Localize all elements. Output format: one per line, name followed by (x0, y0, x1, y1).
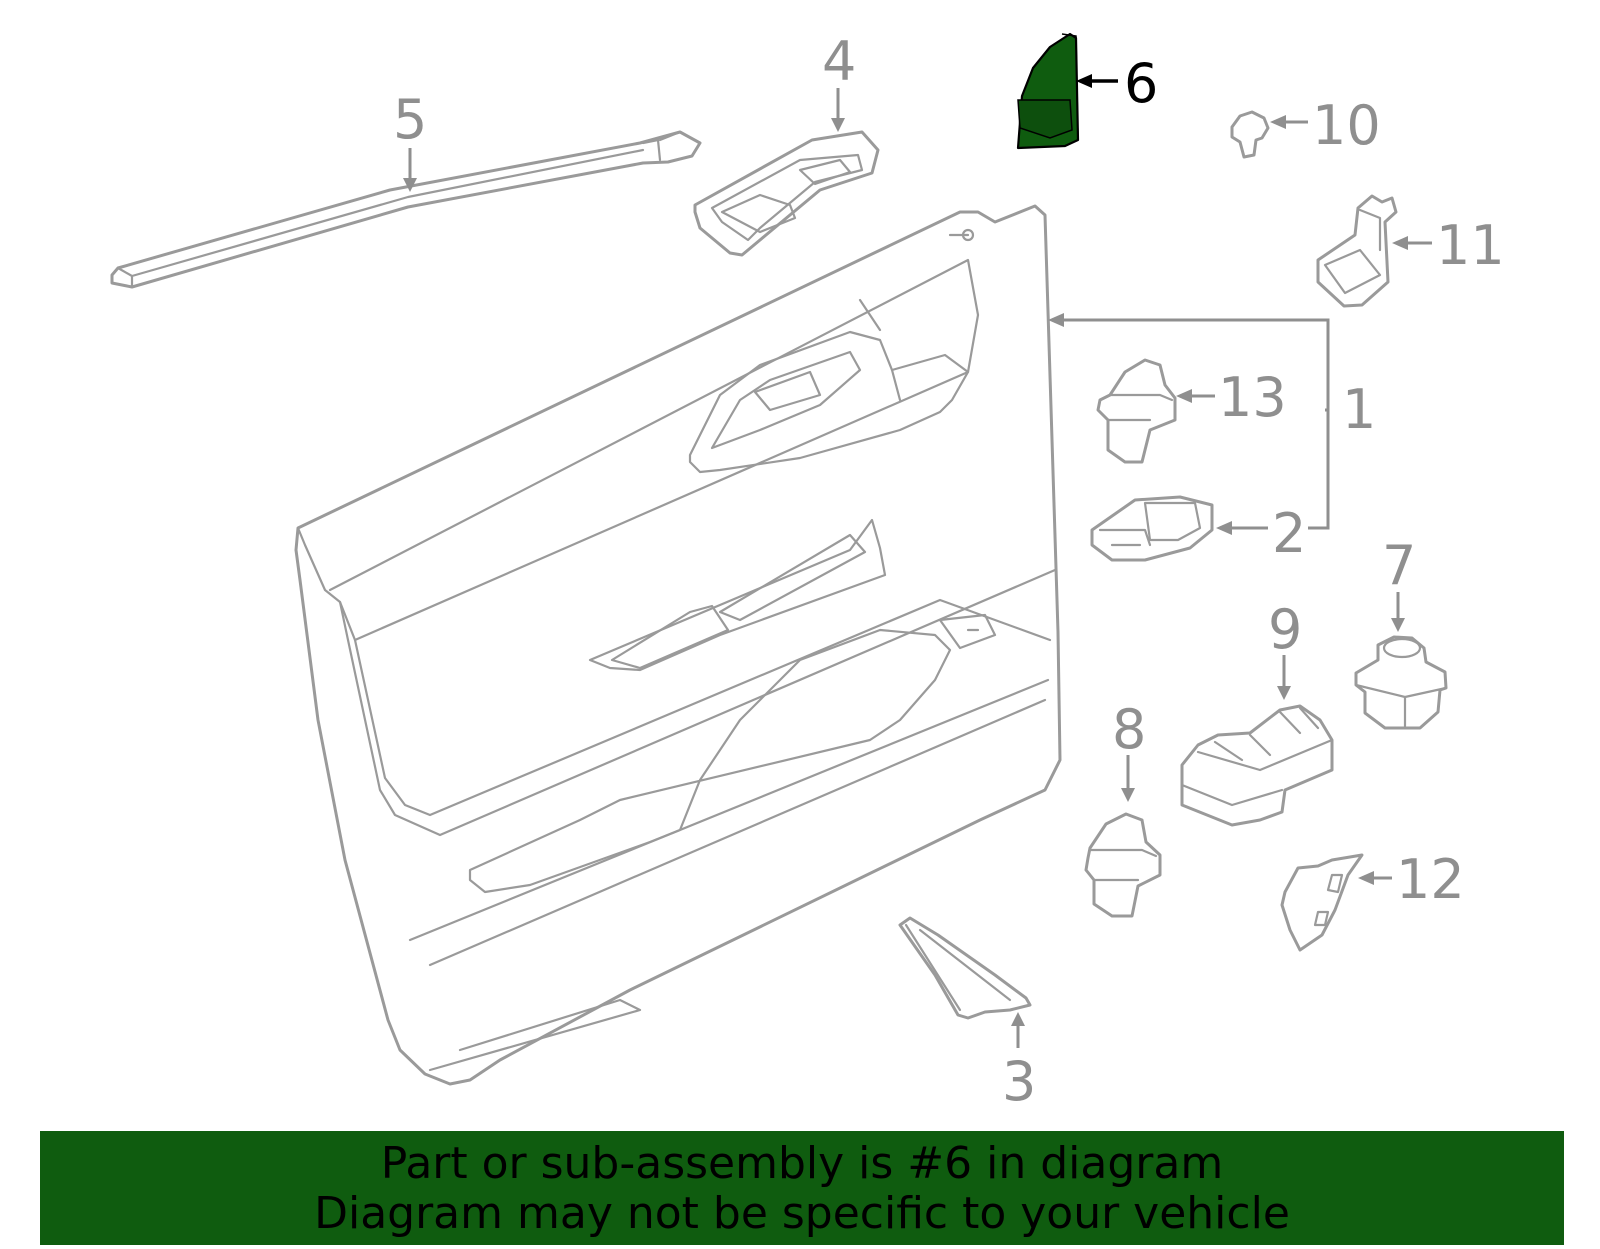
callout-1: 1 (1342, 378, 1376, 441)
callout-7: 7 (1382, 534, 1416, 597)
callout-2: 2 (1272, 502, 1306, 565)
part-12-bracket[interactable] (1280, 853, 1364, 952)
callout-11: 11 (1436, 214, 1505, 277)
callout-12: 12 (1396, 848, 1465, 911)
callout-4: 4 (822, 30, 856, 93)
callout-9: 9 (1268, 598, 1302, 661)
callout-6: 6 (1124, 52, 1158, 115)
callout-arrows (403, 74, 1432, 1048)
banner-line-part-info: Part or sub-assembly is #6 in diagram (380, 1138, 1224, 1189)
part-1-door-panel[interactable] (294, 204, 1062, 1086)
part-5-belt-weatherstrip[interactable] (110, 130, 702, 289)
part-3-trim-piece[interactable] (898, 916, 1032, 1020)
callout-numbers: 5 4 6 10 11 13 1 2 7 9 8 12 3 (393, 30, 1505, 1113)
callout-13: 13 (1218, 366, 1287, 429)
part-8-switch[interactable] (1084, 812, 1162, 918)
callout-10: 10 (1312, 94, 1381, 157)
callout-5: 5 (393, 88, 427, 151)
callout-8: 8 (1112, 698, 1146, 761)
part-9-master-switch[interactable] (1180, 704, 1334, 827)
part-7-mirror-switch[interactable] (1354, 635, 1448, 730)
part-4-switch-bezel[interactable] (693, 130, 880, 257)
part-2-switch-housing[interactable] (1090, 495, 1214, 562)
callout-3: 3 (1002, 1050, 1036, 1113)
part-11-bracket[interactable] (1316, 194, 1398, 308)
part-13-switch[interactable] (1096, 358, 1177, 464)
part-6-highlighted[interactable] (1016, 32, 1080, 150)
part-10-clip[interactable] (1230, 110, 1270, 159)
banner-line-disclaimer: Diagram may not be specific to your vehi… (314, 1188, 1290, 1239)
info-banner: Part or sub-assembly is #6 in diagram Di… (40, 1131, 1564, 1245)
